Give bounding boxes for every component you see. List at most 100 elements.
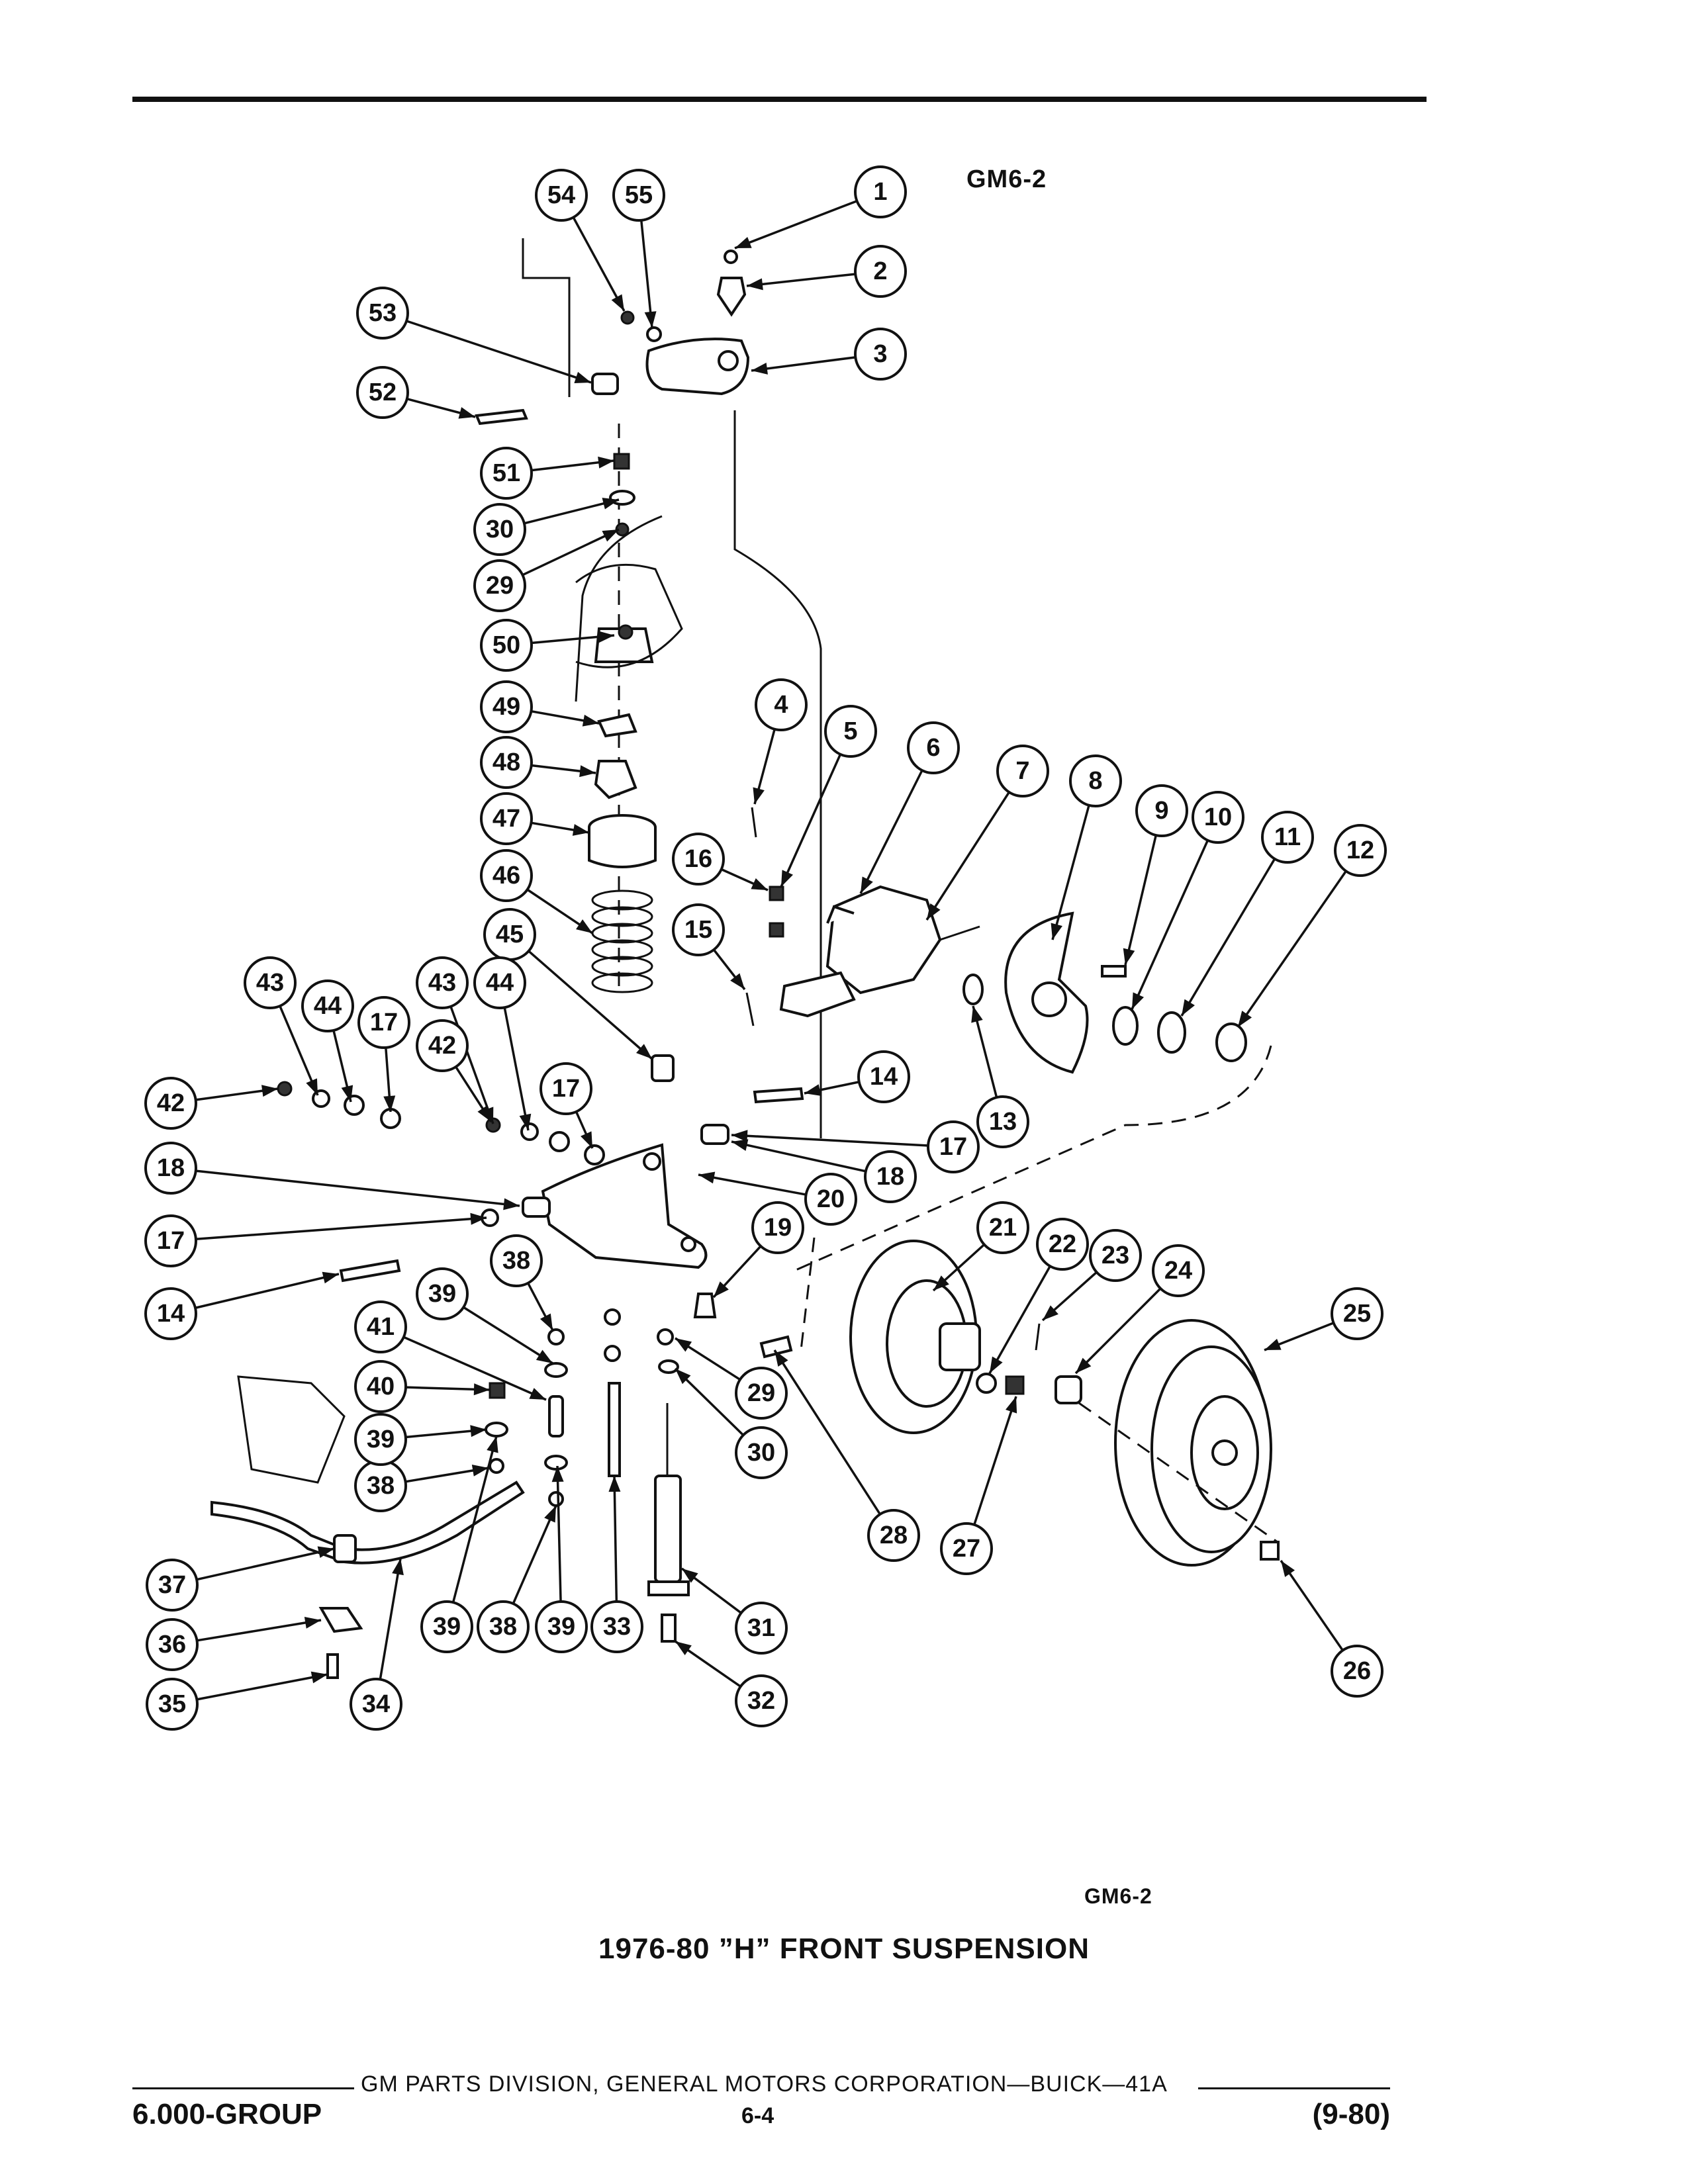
leader-line-12	[1237, 870, 1347, 1028]
callout-15: 15	[672, 903, 725, 956]
callout-2: 2	[854, 245, 907, 298]
callout-26: 26	[1331, 1645, 1383, 1698]
callout-17: 17	[539, 1062, 592, 1115]
callout-circle	[854, 165, 907, 218]
leader-line-44	[503, 1007, 530, 1131]
callout-number: 11	[1274, 823, 1301, 851]
callout-number: 41	[367, 1313, 395, 1341]
callout-circle	[735, 1367, 788, 1420]
callout-circle	[144, 1287, 197, 1340]
callout-48: 48	[480, 736, 533, 789]
arrowhead-44	[519, 1113, 532, 1130]
arrowhead-35	[310, 1671, 328, 1684]
callout-circle	[1069, 754, 1122, 807]
leader-line-11	[1180, 858, 1276, 1017]
arrowhead-38	[544, 1506, 556, 1523]
callout-6: 6	[907, 721, 960, 774]
leader-line-53	[406, 320, 592, 384]
arrowhead-50	[598, 631, 614, 643]
callout-29: 29	[735, 1367, 788, 1420]
callout-circle	[867, 1509, 920, 1562]
callout-number: 14	[870, 1063, 898, 1091]
callout-17: 17	[144, 1214, 197, 1267]
callout-number: 39	[433, 1613, 461, 1641]
callout-43: 43	[244, 956, 297, 1009]
leader-line-38	[512, 1505, 557, 1604]
arrowhead-2	[747, 278, 763, 291]
callout-25: 25	[1331, 1287, 1383, 1340]
callout-14: 14	[857, 1050, 910, 1103]
leader-line-37	[196, 1547, 335, 1581]
callout-circle	[864, 1150, 917, 1203]
leader-line-20	[698, 1173, 806, 1196]
callout-28: 28	[867, 1509, 920, 1562]
callout-39: 39	[535, 1600, 588, 1653]
callout-circle	[1331, 1645, 1383, 1698]
callout-43: 43	[416, 956, 469, 1009]
callout-number: 45	[496, 921, 524, 948]
callout-number: 16	[684, 845, 712, 873]
callout-circle	[535, 1600, 588, 1653]
callout-number: 26	[1343, 1657, 1371, 1685]
callout-number: 27	[953, 1535, 980, 1563]
callout-3: 3	[854, 328, 907, 381]
leader-line-27	[973, 1396, 1017, 1525]
callout-circle	[473, 559, 526, 612]
callout-circle	[672, 903, 725, 956]
callout-39: 39	[416, 1267, 469, 1320]
leader-line-34	[379, 1558, 402, 1680]
leader-line-28	[773, 1349, 881, 1515]
callout-38: 38	[490, 1234, 543, 1287]
arrowhead-4	[753, 787, 765, 804]
callout-circle	[1036, 1218, 1089, 1271]
footer-group: 6.000-GROUP	[132, 2098, 322, 2130]
arrowhead-6	[861, 876, 873, 893]
callout-24: 24	[1152, 1244, 1205, 1297]
callout-33: 33	[590, 1600, 643, 1653]
callout-circle	[356, 366, 409, 419]
callout-number: 43	[428, 969, 456, 997]
callout-number: 23	[1102, 1242, 1129, 1269]
arrowhead-29	[675, 1338, 692, 1352]
leader-line-6	[859, 770, 923, 894]
leader-line-30	[524, 498, 620, 525]
callout-41: 41	[354, 1300, 407, 1353]
callout-37: 37	[146, 1559, 199, 1612]
callout-number: 42	[157, 1089, 185, 1117]
callout-number: 38	[489, 1613, 517, 1641]
callout-number: 55	[625, 181, 653, 209]
leader-line-41	[403, 1336, 547, 1401]
arrowhead-38	[539, 1313, 553, 1330]
callout-51: 51	[480, 447, 533, 500]
callout-34: 34	[350, 1678, 402, 1731]
footer-rule-right	[1198, 2087, 1390, 2089]
callout-circle	[735, 1602, 788, 1655]
arrowhead-18	[503, 1198, 520, 1210]
arrowhead-3	[751, 363, 768, 375]
callout-number: 29	[747, 1379, 775, 1407]
callout-1: 1	[854, 165, 907, 218]
callout-42: 42	[416, 1019, 469, 1072]
arrowhead-1	[735, 236, 752, 248]
callout-circle	[1331, 1287, 1383, 1340]
callout-14: 14	[144, 1287, 197, 1340]
callout-52: 52	[356, 366, 409, 419]
arrowhead-15	[730, 973, 745, 989]
arrowhead-11	[1182, 999, 1195, 1016]
callout-circle	[144, 1142, 197, 1195]
callout-23: 23	[1089, 1229, 1142, 1282]
arrowhead-33	[608, 1476, 621, 1492]
callout-number: 44	[486, 969, 514, 997]
figure-caption: 1976-80 ”H” FRONT SUSPENSION	[598, 1933, 1090, 1965]
arrowhead-16	[751, 878, 768, 890]
callout-13: 13	[976, 1095, 1029, 1148]
callout-number: 7	[1015, 757, 1029, 785]
callout-11: 11	[1261, 811, 1314, 864]
arrowhead-39	[470, 1425, 487, 1437]
callout-number: 30	[486, 516, 514, 543]
callout-circle	[477, 1600, 530, 1653]
callout-circle	[976, 1095, 1029, 1148]
callout-number: 13	[989, 1108, 1017, 1136]
footer-publisher: GM PARTS DIVISION, GENERAL MOTORS CORPOR…	[361, 2071, 1168, 2097]
callout-number: 17	[939, 1133, 967, 1161]
